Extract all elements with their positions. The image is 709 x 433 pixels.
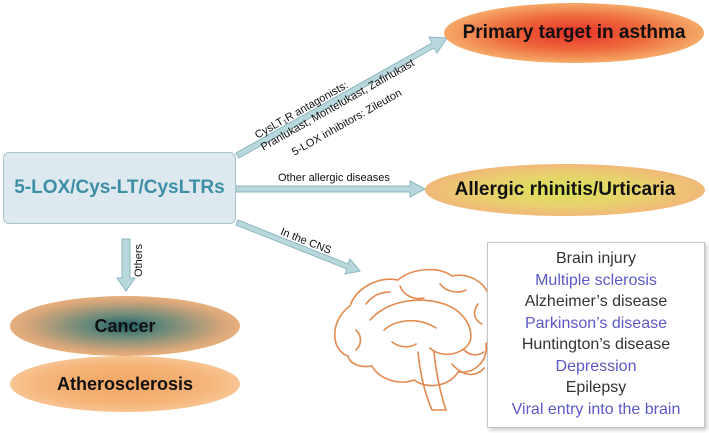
target-asthma-label: Primary target in asthma (462, 22, 686, 43)
label-others: Others (133, 243, 145, 277)
center-node: 5-LOX/Cys-LT/CysLTRs (3, 152, 236, 224)
center-label: 5-LOX/Cys-LT/CysLTRs (14, 177, 225, 198)
cns-disease-item: Huntington’s disease (521, 336, 671, 353)
target-asthma: Primary target in asthma (444, 3, 704, 63)
cns-disease-item: Brain injury (555, 250, 637, 267)
cns-disease-item: Depression (555, 357, 637, 375)
arrow-to-asthma (235, 36, 448, 159)
target-cancer: Cancer (10, 296, 240, 356)
cns-disease-item: Parkinson’s disease (524, 314, 667, 332)
target-cancer-label: Cancer (94, 315, 156, 336)
cns-disease-item: Multiple sclerosis (535, 271, 657, 289)
arrow-to-allergic (235, 180, 427, 198)
arrow-to-cns (235, 219, 361, 275)
target-atherosclerosis-label: Atherosclerosis (56, 373, 194, 394)
target-allergic: Allergic rhinitis/Urticaria (425, 164, 705, 216)
cns-disease-item: Viral entry into the brain (511, 400, 681, 418)
cns-disease-item: Epilepsy (565, 379, 627, 396)
brain-icon (334, 268, 498, 411)
target-atherosclerosis: Atherosclerosis (10, 356, 240, 412)
cns-disease-list: Brain injury Multiple sclerosis Alzheime… (487, 242, 705, 428)
target-allergic-label: Allergic rhinitis/Urticaria (454, 179, 676, 200)
arrow-to-others (116, 238, 136, 292)
label-other-allergic: Other allergic diseases (278, 172, 390, 184)
cns-disease-item: Alzheimer’s disease (524, 293, 668, 310)
